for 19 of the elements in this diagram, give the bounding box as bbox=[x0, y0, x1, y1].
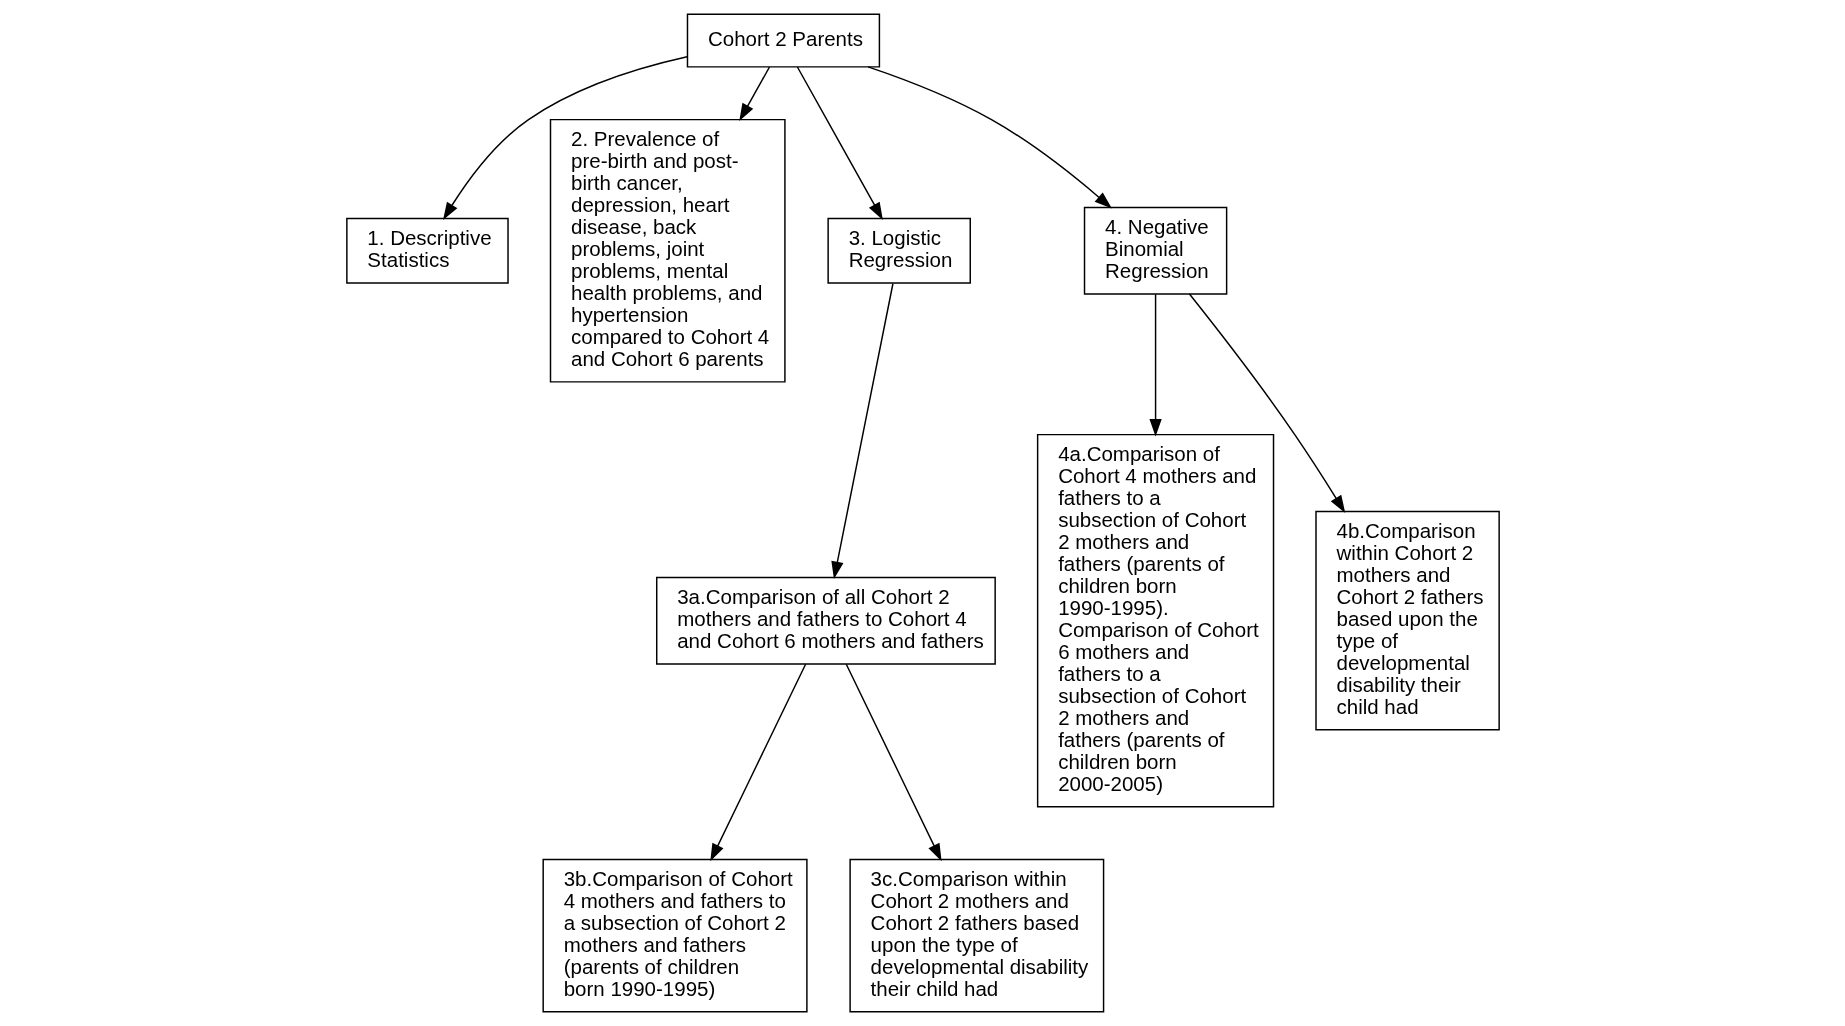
node-box: 3b.Comparison of Cohort 4 mothers and fathers to a subsection of Cohort 2 mothers and fathers (parents of children born 1990-1995) bbox=[541, 858, 808, 1013]
arrow bbox=[1188, 293, 1345, 514]
arrow bbox=[709, 663, 806, 862]
arrow bbox=[1148, 293, 1162, 437]
arrow bbox=[866, 66, 1112, 209]
node-box: 4a.Comparison of Cohort 4 mothers and fathers to a subsection of Cohort 2 mothers and fathers (parents of children born 1990-1995). Comparison of Cohort 6 mothers and fathers to a subsection of Cohort 2 mothers and fathers (parents of children born 2000-2005) bbox=[1036, 433, 1274, 808]
arrow bbox=[738, 66, 770, 122]
arrow bbox=[796, 66, 883, 221]
node-box: 3c.Comparison within Cohort 2 mothers and Cohort 2 fathers based upon the type of developmental disability their child had bbox=[848, 858, 1104, 1013]
arrow bbox=[830, 282, 894, 580]
node-box: 3. Logistic Regression bbox=[826, 217, 971, 284]
node-box: 3a.Comparison of all Cohort 2 mothers and fathers to Cohort 4 and Cohort 6 mothers and fathers bbox=[655, 576, 996, 665]
node-box: 2. Prevalence of pre-birth and post-birth cancer, depression, heart disease, back problems, joint problems, mental health problems, and hypertension compared to Cohort 4 and Cohort 6 parents bbox=[549, 118, 786, 383]
arrow bbox=[845, 663, 942, 862]
node-box: 1. Descriptive Statistics bbox=[345, 217, 509, 284]
node-box: Cohort 2 Parents bbox=[686, 13, 880, 68]
arrow bbox=[442, 56, 688, 220]
node-box: 4. Negative Binomial Regression bbox=[1083, 206, 1227, 295]
node-box: 4b.Comparison within Cohort 2 mothers and Cohort 2 fathers based upon the type of developmental disability their child had bbox=[1314, 510, 1500, 731]
